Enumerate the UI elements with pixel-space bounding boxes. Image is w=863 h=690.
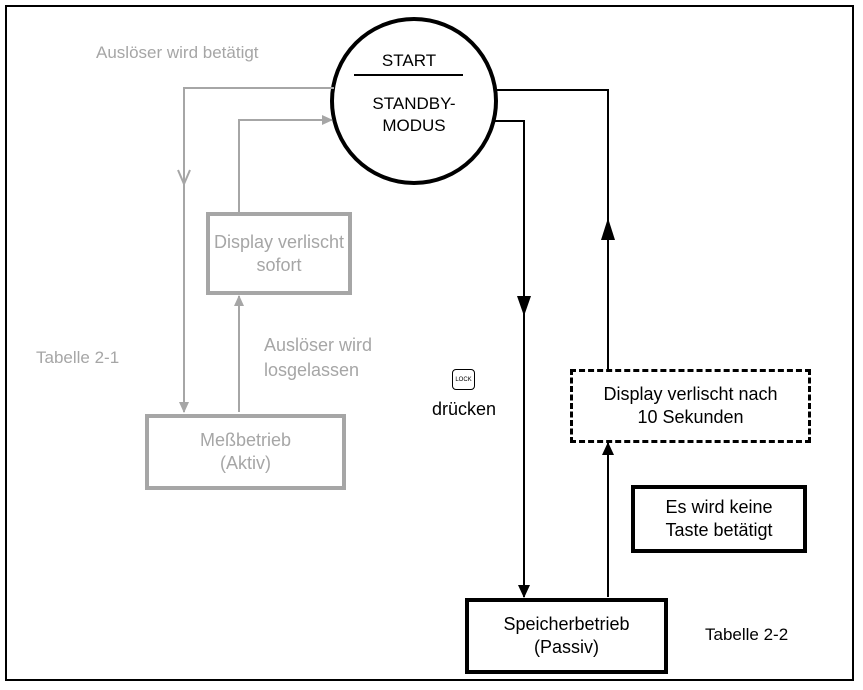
memory-mode-line1: Speicherbetrieb <box>503 614 630 634</box>
trigger-pressed-label: Auslöser wird betätigt <box>96 43 259 62</box>
no-key-box: Es wird keine Taste betätigt <box>631 485 807 553</box>
trigger-released-line1: Auslöser wird <box>264 335 373 355</box>
display-off-line2: sofort <box>256 254 302 275</box>
gray-arrow-to-measure <box>177 87 334 413</box>
black-arrow-to-memory <box>495 120 531 598</box>
table-ref-2-1: Tabelle 2-1 <box>36 348 120 367</box>
measure-mode-line1: Meßbetrieb <box>199 430 292 450</box>
no-key-line2: Taste betätigt <box>665 520 773 540</box>
measure-mode-box: Meßbetrieb (Aktiv) <box>145 414 346 490</box>
memory-mode-box: Speicherbetrieb (Passiv) <box>465 598 668 674</box>
gray-arrow-to-start <box>238 115 333 212</box>
display-off-line1: Display verlischt <box>213 231 345 252</box>
diagram-frame <box>5 5 854 681</box>
standby-label-line1: STANDBY- <box>372 94 456 113</box>
display-off-box: Display verlischt sofort <box>206 212 352 295</box>
display-delay-line1: Display verlischt nach <box>603 384 778 404</box>
black-arrow-to-start <box>496 89 615 369</box>
memory-mode-line2: (Passiv) <box>533 637 599 657</box>
start-label: START <box>381 51 437 70</box>
display-delay-box: Display verlischt nach 10 Sekunden <box>570 369 811 443</box>
lock-key-label: LOCK <box>455 376 472 383</box>
start-circle <box>330 17 498 185</box>
table-ref-2-2: Tabelle 2-2 <box>705 625 789 644</box>
standby-label-line2: MODUS <box>382 116 446 135</box>
press-label: drücken <box>432 399 497 419</box>
trigger-released-line2: losgelassen <box>264 360 360 380</box>
no-key-line1: Es wird keine <box>665 497 773 517</box>
display-delay-line2: 10 Sekunden <box>637 407 744 427</box>
lock-key-icon: LOCK <box>452 369 475 390</box>
measure-mode-line2: (Aktiv) <box>220 453 271 473</box>
